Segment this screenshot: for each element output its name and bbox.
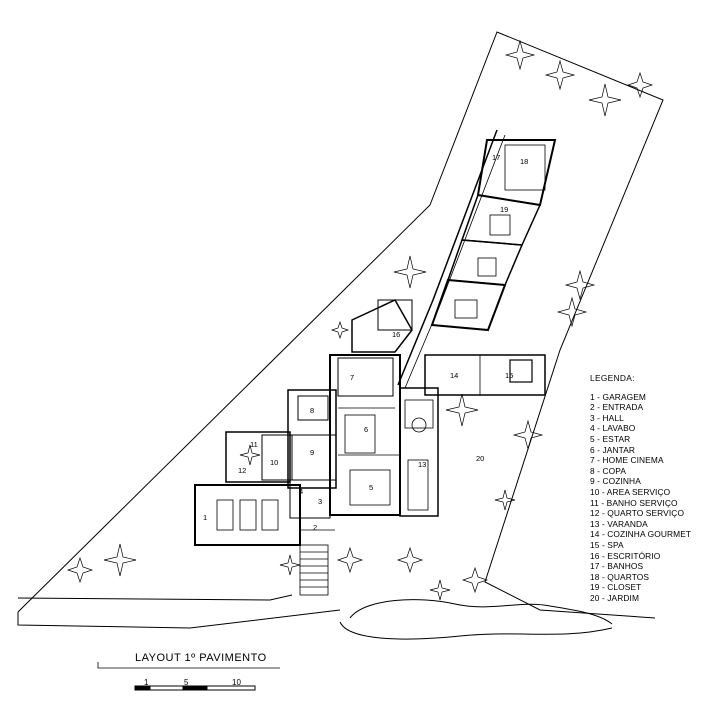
room-label-hall: 3: [318, 497, 322, 506]
room-label-estar: 5: [369, 483, 373, 492]
legend-item: 1 - GARAGEM: [590, 391, 647, 402]
room-labels: 1 2 3 4 5 6 7 8 9 10 11 12 13 14 15 16 1…: [203, 153, 528, 532]
legend-item: 12 - QUARTO SERVIÇO: [590, 508, 685, 519]
scale-bar: [134, 685, 256, 691]
room-label-entrada: 2: [313, 523, 317, 532]
room-label-jardim: 20: [476, 454, 484, 463]
site-boundary: [17, 31, 664, 640]
room-label-lavabo: 4: [299, 487, 303, 496]
scale-mark-10: 10: [232, 678, 241, 687]
room-label-varanda: 13: [418, 460, 426, 469]
room-label-quartos: 18: [520, 157, 528, 166]
legend-item: 4 - LAVABO: [590, 423, 636, 434]
legend-item: 14 - COZINHA GOURMET: [590, 529, 692, 540]
room-label-cozinha-gourmet: 14: [450, 371, 458, 380]
legend-item: 16 - ESCRITÓRIO: [590, 550, 661, 561]
scale-mark-5: 5: [184, 678, 189, 687]
room-label-escritorio: 16: [392, 330, 400, 339]
legend-item: 17 - BANHOS: [590, 561, 644, 572]
room-label-copa: 8: [310, 406, 314, 415]
room-label-quarto-servico: 12: [238, 466, 246, 475]
room-label-jantar: 6: [364, 425, 368, 434]
caption-underline: [97, 662, 280, 669]
legend-item: 15 - SPA: [590, 539, 624, 550]
bedroom-wing: [351, 129, 557, 389]
legend-title: LEGENDA:: [590, 373, 635, 383]
legend-item: 5 - ESTAR: [590, 433, 631, 444]
room-label-home-cinema: 7: [350, 373, 354, 382]
gourmet-spa: [424, 354, 546, 396]
room-label-closet: 19: [500, 205, 508, 214]
main-house: [194, 354, 439, 546]
legend-item: 9 - COZINHA: [590, 476, 641, 487]
legend-item: 2 - ENTRADA: [590, 402, 644, 413]
legend-item: 19 - CLOSET: [590, 582, 642, 593]
room-label-area-servico: 10: [270, 458, 278, 467]
room-label-garagem: 1: [203, 513, 207, 522]
room-label-banhos: 17: [492, 153, 500, 162]
legend-item: 11 - BANHO SERVIÇO: [590, 497, 678, 508]
legend-item: 8 - COPA: [590, 465, 627, 476]
legend-item: 6 - JANTAR: [590, 444, 636, 455]
room-label-spa: 15: [505, 371, 513, 380]
entrance-stairs: [299, 529, 335, 596]
legend-item: 18 - QUARTOS: [590, 571, 650, 582]
legend-item: 13 - VARANDA: [590, 518, 648, 529]
legend-item: 3 - HALL: [590, 412, 624, 423]
landscaping: [66, 39, 654, 601]
legend-item: 10 - AREA SERVIÇO: [590, 486, 671, 497]
scale-mark-1: 1: [144, 678, 149, 687]
room-label-banho-servico: 11: [250, 440, 258, 449]
legend-item: 20 - JARDIM: [590, 592, 640, 603]
legend-item: 7 - HOME CINEMA: [590, 455, 664, 466]
room-label-cozinha: 9: [310, 448, 314, 457]
plan-caption: LAYOUT 1º PAVIMENTO: [135, 652, 267, 664]
